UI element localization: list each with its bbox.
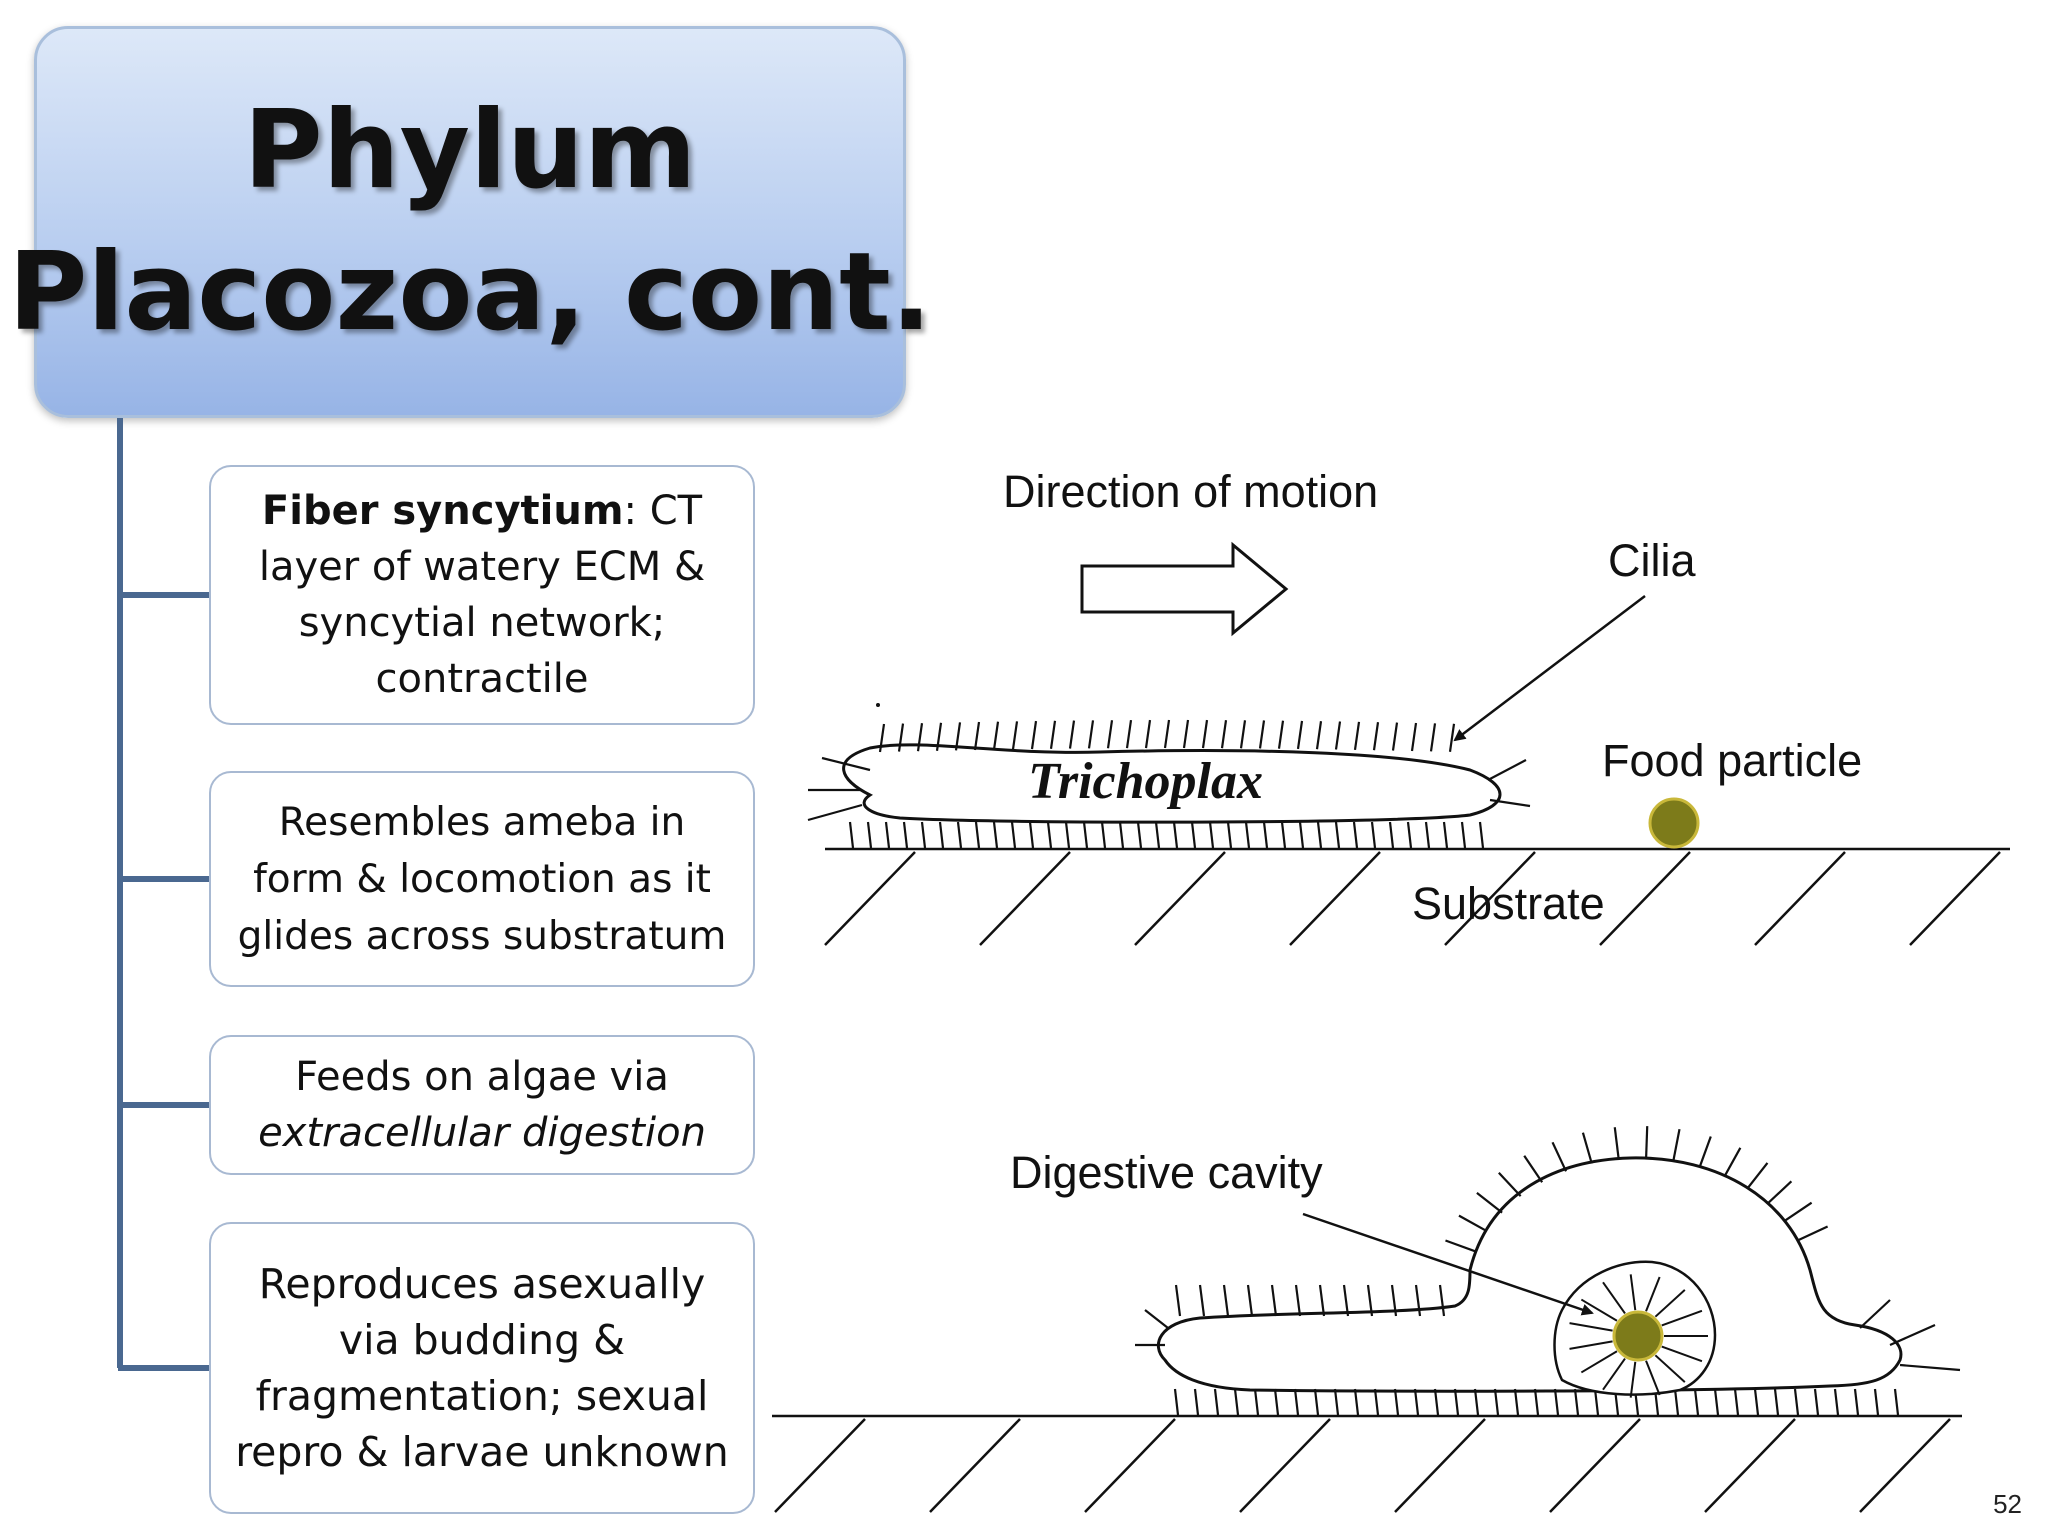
cilia-upper — [807, 719, 1531, 849]
card-4-line4: repro & larvae unknown — [235, 1428, 729, 1476]
card-1-line3: syncytial network; — [298, 600, 666, 646]
card-4-line1: Reproduces asexually — [258, 1260, 706, 1308]
cavity-rays — [1569, 1274, 1708, 1398]
card-fiber-syncytium: Fiber syncytium: CT layer of watery ECM … — [209, 465, 755, 725]
card-1-line2: layer of watery ECM & — [258, 544, 706, 590]
direction-arrow-icon — [1080, 541, 1289, 637]
label-trichoplax: Trichoplax — [1028, 753, 1263, 810]
label-substrate: Substrate — [1412, 878, 1605, 929]
card-2-line3: glides across substratum — [237, 913, 727, 959]
card-2-line1: Resembles ameba in — [278, 799, 686, 845]
label-food-particle: Food particle — [1602, 735, 1863, 786]
card-4-line3: fragmentation; sexual — [255, 1372, 709, 1420]
card-3-italic: extracellular digestion — [258, 1110, 706, 1156]
card-1-line1: : CT — [623, 488, 703, 534]
title-line-1: Phylum — [243, 88, 697, 213]
trichoplax-body-upper — [842, 743, 1502, 824]
card-feeds: Feeds on algae via extracellular digesti… — [209, 1035, 755, 1175]
card-1-bold: Fiber syncytium — [261, 488, 624, 534]
digestive-pointer — [1302, 1212, 1594, 1316]
substrate-upper — [824, 847, 2010, 946]
substrate-lower — [772, 1414, 1962, 1513]
card-ameba: Resembles ameba in form & locomotion as … — [209, 771, 755, 987]
title-box: Phylum Placozoa, cont. — [8, 26, 932, 418]
cilia-pointer — [1453, 595, 1646, 742]
food-particle-upper — [1648, 797, 1700, 849]
card-reproduces: Reproduces asexually via budding & fragm… — [209, 1222, 755, 1514]
food-particle-lower — [1612, 1310, 1664, 1362]
label-cilia: Cilia — [1608, 535, 1696, 586]
card-1-line4: contractile — [375, 656, 589, 702]
card-4-line2: via budding & — [338, 1316, 626, 1364]
label-direction: Direction of motion — [1003, 466, 1379, 517]
title-line-2: Placozoa, cont. — [8, 230, 932, 355]
cilia-lower — [1135, 1126, 1961, 1416]
card-3-line1: Feeds on algae via — [295, 1054, 669, 1100]
page-number: 52 — [1993, 1489, 2022, 1519]
card-2-line2: form & locomotion as it — [253, 856, 711, 902]
label-digestive-cavity: Digestive cavity — [1010, 1147, 1323, 1198]
